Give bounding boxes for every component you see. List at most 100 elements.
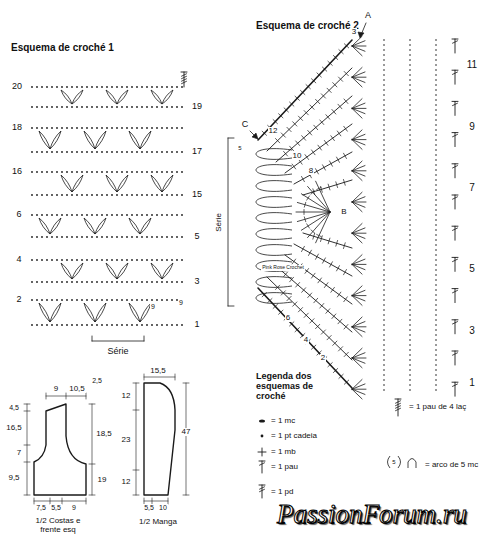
shell-stitch	[352, 202, 362, 212]
stitch-symbol	[302, 246, 305, 251]
chain-dot	[81, 281, 83, 283]
chain-dot	[383, 314, 385, 316]
dimension: 5,5	[143, 504, 155, 512]
stitch-symbol	[453, 41, 458, 43]
chain-dot	[101, 281, 103, 283]
petal-stitch	[129, 131, 140, 149]
stitch-symbol	[260, 489, 265, 491]
dimension-tick	[24, 445, 30, 446]
chain-dot	[76, 127, 78, 129]
chain-dot	[71, 194, 73, 196]
dimension: 18,5	[95, 430, 113, 439]
chain-dot	[181, 324, 183, 326]
chain-dot	[101, 86, 103, 88]
chain-dot	[383, 179, 385, 181]
chain-dot	[176, 259, 178, 261]
shell-stitch	[352, 202, 365, 207]
chain-dot	[383, 294, 385, 296]
stitch-symbol	[311, 273, 315, 278]
dimension: 9,5	[7, 474, 20, 483]
shell-stitch	[352, 46, 365, 51]
shell-stitch	[352, 327, 365, 332]
chain-dot	[161, 299, 163, 301]
stitch-symbol	[338, 77, 342, 81]
chain-dot	[409, 149, 411, 151]
chain-dot	[101, 236, 103, 238]
chain-dot	[41, 127, 43, 129]
chain-dot	[41, 151, 43, 153]
stitch-symbol	[453, 290, 458, 292]
shell-stitch	[352, 353, 365, 358]
chain-dot	[71, 171, 73, 173]
chain-dot	[36, 106, 38, 108]
chain-dot	[111, 281, 113, 283]
chain-dot	[91, 214, 93, 216]
chain-arc	[256, 229, 292, 240]
chain-dot	[383, 304, 385, 306]
stitch-symbol	[323, 258, 326, 263]
chain-dot	[171, 324, 173, 326]
stitch-count: 5	[391, 459, 396, 466]
petal-stitch	[84, 218, 95, 234]
chain-dot	[131, 299, 133, 301]
chain-dot	[111, 86, 113, 88]
chain-dot	[131, 236, 133, 238]
chain-dot	[435, 79, 437, 81]
chain-dot	[409, 119, 411, 121]
chain-dot	[66, 324, 68, 326]
chain-dot	[121, 151, 123, 153]
chain-dot	[36, 324, 38, 326]
chain-dot	[435, 264, 437, 266]
chain-dot	[409, 389, 411, 391]
chain-dot	[409, 134, 411, 136]
chain-dot	[435, 209, 437, 211]
chain-dot	[151, 194, 153, 196]
chain-dot	[121, 299, 123, 301]
chain-dot	[96, 236, 98, 238]
stitch-count: 9	[178, 299, 184, 307]
chain-dot	[383, 184, 385, 186]
legend-text: = 1 mb	[270, 448, 297, 457]
chain-dot	[51, 151, 53, 153]
shell-stitch	[352, 296, 365, 301]
chain-dot	[61, 299, 63, 301]
chain-dot	[409, 54, 411, 56]
chain-dot	[435, 339, 437, 341]
chain-dot	[171, 214, 173, 216]
chain-dot	[86, 259, 88, 261]
stitch-symbol	[453, 72, 458, 74]
chain-dot	[435, 154, 437, 156]
chain-arc	[256, 245, 292, 256]
chain-dot	[66, 171, 68, 173]
stitch-symbol	[455, 133, 456, 147]
chain-dot	[435, 269, 437, 271]
chain-dot	[409, 369, 411, 371]
chain-dot	[146, 86, 148, 88]
chain-arc	[256, 293, 292, 304]
dimension: 10	[158, 504, 168, 512]
chain-dot	[181, 106, 183, 108]
chain-dot	[409, 44, 411, 46]
stitch-symbol	[331, 287, 335, 292]
stitch-symbol	[344, 352, 348, 356]
chain-dot	[151, 281, 153, 283]
dimension-tick	[183, 495, 189, 496]
chain-dot	[116, 151, 118, 153]
chain-dot	[435, 169, 437, 171]
chain-dot	[151, 299, 153, 301]
chain-dot	[76, 281, 78, 283]
chain-dot	[161, 324, 163, 326]
dimension: 12	[121, 392, 132, 401]
row-number: 5	[193, 232, 200, 242]
chain-dot	[71, 86, 73, 88]
stitch-symbol	[304, 217, 305, 222]
chain-dot	[435, 324, 437, 326]
stitch-symbol	[452, 351, 458, 352]
chain-dot	[383, 59, 385, 61]
chain-dot	[116, 106, 118, 108]
chain-dot	[409, 104, 411, 106]
chain-dot	[86, 106, 88, 108]
chain-dot	[383, 344, 385, 346]
stitch-symbol	[336, 182, 338, 188]
